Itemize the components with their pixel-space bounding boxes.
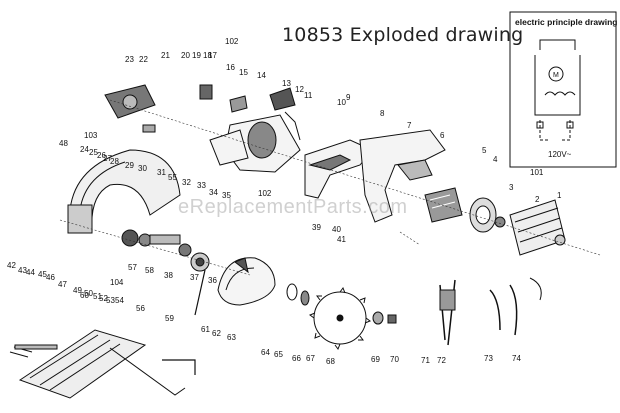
part-label-59: 59: [165, 314, 174, 323]
part-label-69: 69: [371, 355, 380, 364]
part-label-51: 51: [93, 292, 102, 301]
part-label-27: 27: [103, 154, 112, 163]
part-label-20: 20: [181, 51, 190, 60]
part-label-66: 66: [292, 354, 301, 363]
part-label-26: 26: [97, 151, 106, 160]
part-label-33: 33: [197, 181, 206, 190]
part-label-58: 58: [145, 266, 154, 275]
part-label-30: 30: [138, 164, 147, 173]
part-label-50: 50: [84, 289, 93, 298]
part-label-32: 32: [182, 178, 191, 187]
part-label-68: 68: [326, 357, 335, 366]
part-label-9: 9: [346, 93, 351, 102]
part-label-12: 12: [295, 85, 304, 94]
part-label-25: 25: [89, 148, 98, 157]
part-label-3: 3: [509, 183, 514, 192]
end-cap-group: [104, 84, 301, 141]
part-label-57: 57: [128, 263, 137, 272]
part-label-11: 11: [304, 91, 313, 100]
part-label-10: 10: [337, 98, 346, 107]
part-label-45: 45: [38, 270, 47, 279]
part-label-7: 7: [407, 121, 412, 130]
part-label-19: 19: [192, 51, 201, 60]
part-label-43: 43: [18, 266, 27, 275]
part-label-103: 103: [84, 131, 98, 140]
part-label-63: 63: [227, 333, 236, 342]
part-label-5: 5: [482, 146, 487, 155]
part-label-74: 74: [512, 354, 521, 363]
part-label-38: 38: [164, 271, 173, 280]
part-label-60: 60: [80, 291, 89, 300]
part-label-6: 6: [440, 131, 445, 140]
part-label-8: 8: [380, 109, 385, 118]
part-label-24: 24: [80, 145, 89, 154]
page-title: 10853 Exploded drawing: [282, 24, 524, 46]
part-label-64: 64: [261, 348, 270, 357]
part-label-47: 47: [58, 280, 67, 289]
part-label-18: 18: [203, 51, 212, 60]
part-label-102: 102: [225, 37, 239, 46]
part-label-35: 35: [222, 191, 231, 200]
part-label-15: 15: [239, 68, 248, 77]
blade-guard-upper: [67, 149, 181, 234]
part-label-13: 13: [282, 79, 291, 88]
part-label-37: 37: [190, 273, 199, 282]
spindle-group: [121, 229, 210, 272]
part-label-28: 28: [110, 157, 119, 166]
part-label-16: 16: [226, 63, 235, 72]
part-label-44: 44: [26, 268, 35, 277]
part-label-22: 22: [139, 55, 148, 64]
part-label-1: 1: [557, 191, 562, 200]
part-label-62: 62: [212, 329, 221, 338]
part-label-65: 65: [274, 350, 283, 359]
part-label-31: 31: [157, 168, 166, 177]
part-label-42: 42: [7, 261, 16, 270]
inset-title: electric principle drawing: [515, 17, 618, 27]
part-label-71: 71: [421, 356, 430, 365]
part-label-36: 36: [208, 276, 217, 285]
saw-blade: [308, 286, 372, 351]
part-label-17: 17: [208, 51, 217, 60]
part-label-21: 21: [161, 51, 170, 60]
lower-guard: [217, 257, 276, 306]
part-label-52: 52: [99, 294, 108, 303]
part-label-72: 72: [437, 356, 446, 365]
part-label-102-secondary: 102: [258, 189, 272, 198]
svg-text:M: M: [553, 72, 559, 79]
armature-group: [424, 187, 566, 256]
part-label-46: 46: [46, 273, 55, 282]
part-label-55: 55: [168, 173, 177, 182]
voltage-label: 120V~: [548, 150, 572, 159]
part-label-101: 101: [530, 168, 544, 177]
part-label-34: 34: [209, 188, 218, 197]
part-label-70: 70: [390, 355, 399, 364]
washers: [286, 283, 397, 325]
guide-rod: [162, 269, 206, 375]
part-label-53: 53: [106, 296, 115, 305]
part-label-14: 14: [257, 71, 266, 80]
part-label-41: 41: [337, 235, 346, 244]
part-label-2: 2: [535, 195, 540, 204]
part-label-73: 73: [484, 354, 493, 363]
watermark: eReplacementParts.com: [178, 196, 408, 218]
part-label-48: 48: [59, 139, 68, 148]
leader-lines: [59, 99, 601, 276]
part-label-29: 29: [125, 161, 134, 170]
part-label-54: 54: [115, 296, 124, 305]
part-label-39: 39: [312, 223, 321, 232]
cord-group: [439, 277, 542, 346]
part-label-4: 4: [493, 155, 498, 164]
base-plate: [9, 329, 186, 399]
part-label-23: 23: [125, 55, 134, 64]
part-label-49: 49: [73, 286, 82, 295]
electric-principle-inset: M: [509, 11, 617, 168]
handle-group: [209, 95, 446, 223]
part-label-104: 104: [110, 278, 124, 287]
part-label-61: 61: [201, 325, 210, 334]
part-label-56: 56: [136, 304, 145, 313]
part-label-67: 67: [306, 354, 315, 363]
part-label-40: 40: [332, 225, 341, 234]
